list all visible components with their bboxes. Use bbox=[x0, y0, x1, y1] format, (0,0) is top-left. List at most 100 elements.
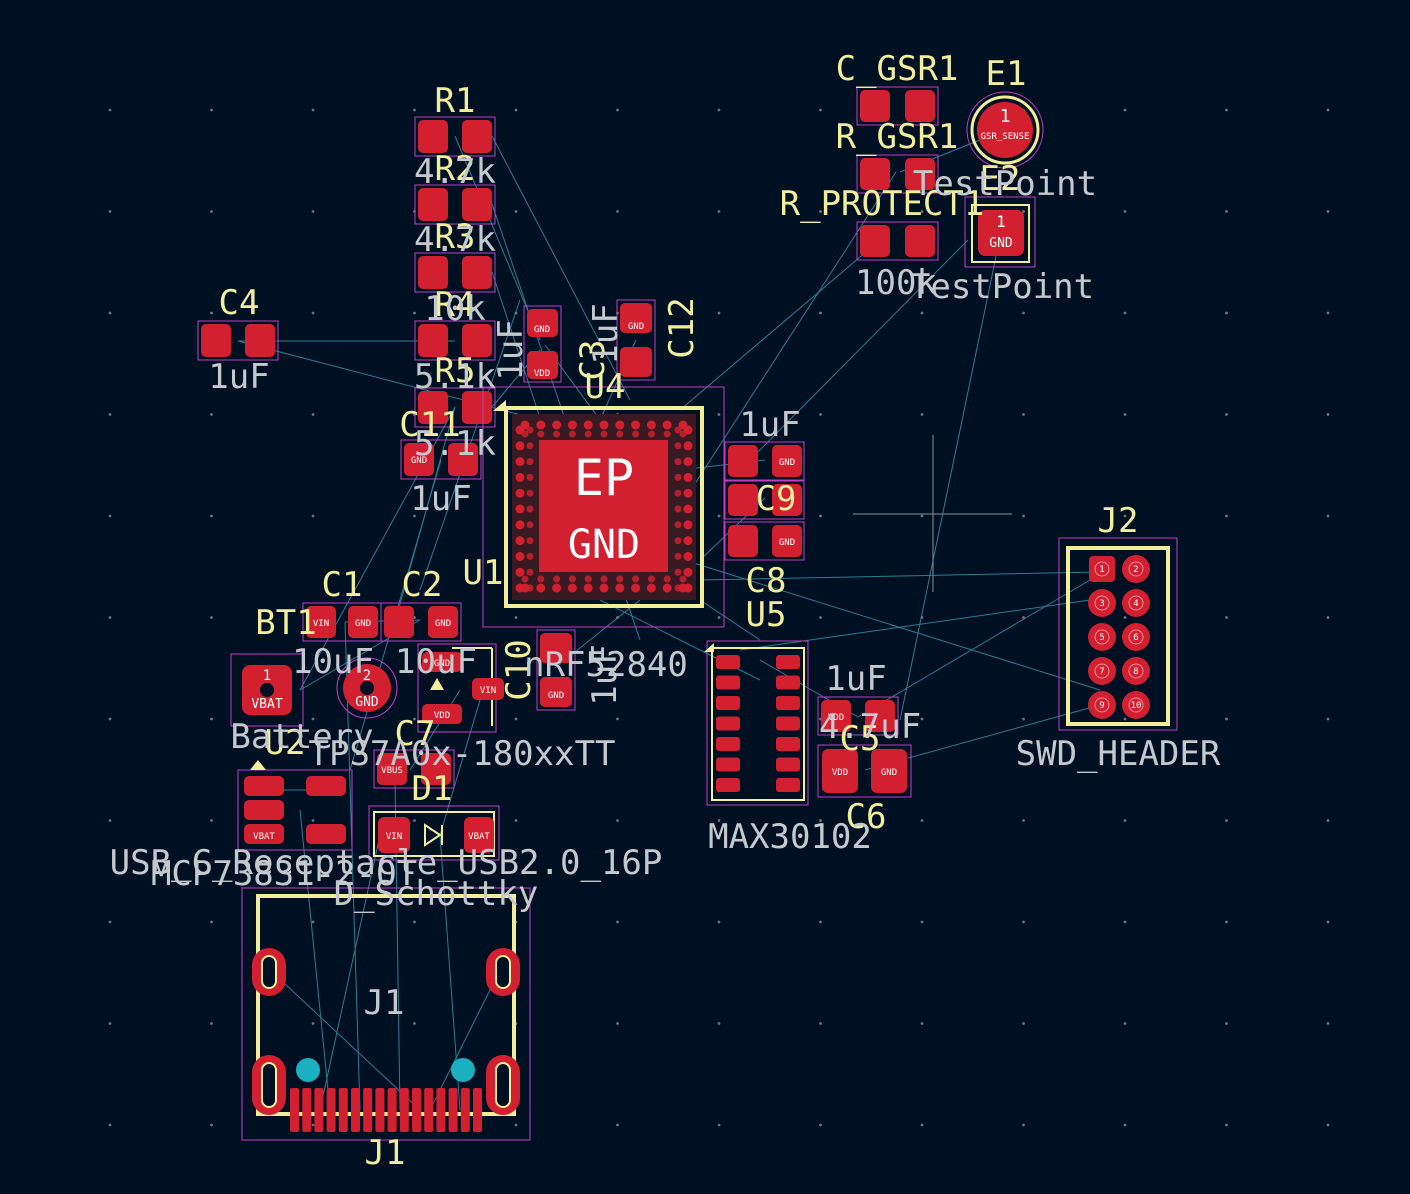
pin-number: 6 bbox=[1133, 633, 1138, 643]
value-c4: 1uF bbox=[208, 357, 269, 397]
value-j2: SWD_HEADER bbox=[1016, 734, 1221, 774]
footprint-j1[interactable] bbox=[241, 887, 531, 1141]
value-c1: 10uF bbox=[292, 642, 374, 682]
pin-number: 10 bbox=[1131, 701, 1142, 711]
ref-d1: D1 bbox=[412, 769, 453, 809]
footprint-r1[interactable] bbox=[414, 116, 496, 157]
ref-r3: R3 bbox=[435, 217, 476, 257]
footprint-c12[interactable]: GND bbox=[616, 299, 656, 381]
footprint-c6[interactable]: VDD GND bbox=[817, 744, 912, 798]
footprint-c7[interactable]: VBUS bbox=[373, 749, 455, 789]
value-c9: 1uF bbox=[739, 405, 800, 445]
footprint-u4[interactable]: EP GND bbox=[482, 386, 725, 628]
footprint-c1[interactable]: VIN GND bbox=[302, 602, 382, 642]
value-e1: TestPoint bbox=[913, 164, 1097, 204]
ref-u1: U1 bbox=[463, 553, 504, 593]
pad-label: GND bbox=[779, 538, 795, 548]
ref-c5: C5 bbox=[840, 719, 881, 759]
footprint-c2[interactable]: GND bbox=[380, 602, 462, 642]
j1-contact-row bbox=[290, 1088, 482, 1132]
value-c11: 1uF bbox=[410, 479, 471, 519]
ref-c-gsr1: C_GSR1 bbox=[836, 49, 959, 89]
ref-c11: C11 bbox=[399, 405, 460, 445]
footprint-r-gsr1[interactable] bbox=[856, 154, 939, 194]
footprint-r-protect1[interactable] bbox=[856, 221, 939, 261]
footprint-r5[interactable] bbox=[414, 387, 496, 428]
footprint-c-right-2[interactable] bbox=[724, 480, 805, 520]
ref-e2: E2 bbox=[980, 159, 1021, 199]
pad-label: GND bbox=[411, 456, 427, 466]
footprint-c4[interactable] bbox=[197, 320, 279, 361]
ref-u2: U2 bbox=[265, 723, 306, 763]
value-c10: 1uF bbox=[585, 644, 625, 705]
ref-c4: C4 bbox=[219, 283, 260, 323]
footprint-r2[interactable] bbox=[414, 184, 496, 225]
footprint-c5[interactable]: VDD bbox=[817, 696, 899, 736]
pad-label: GND bbox=[548, 691, 564, 701]
pin-number: 8 bbox=[1133, 667, 1138, 677]
value-u5: MAX30102 bbox=[708, 817, 872, 857]
pad-label: GSR_SENSE bbox=[981, 132, 1030, 142]
footprint-r3[interactable] bbox=[414, 252, 496, 293]
pad-label: VBAT bbox=[253, 832, 275, 842]
ref-c2: C2 bbox=[402, 565, 443, 605]
pin1-marker bbox=[250, 760, 266, 770]
pad-label: VDD bbox=[828, 713, 844, 723]
pin-number: 5 bbox=[1099, 633, 1104, 643]
value-r-protect1: 100k bbox=[855, 263, 937, 303]
ref-bt1: BT1 bbox=[255, 603, 316, 643]
ref-r1: R1 bbox=[435, 81, 476, 121]
ref-c10: C10 bbox=[499, 639, 539, 700]
pad-label: GND bbox=[989, 236, 1013, 251]
fab-values: 4.7k 4.7k 10k 5.1k 5.1k 1uF 1uF 1uF 1uF … bbox=[110, 152, 1221, 1023]
ref-c9: C9 bbox=[756, 479, 797, 519]
footprint-c10[interactable]: GND bbox=[536, 629, 576, 711]
pin-number: 4 bbox=[1133, 599, 1138, 609]
footprint-c11[interactable]: GND bbox=[400, 439, 482, 480]
ref-e1: E1 bbox=[986, 54, 1027, 94]
u5-pads bbox=[716, 655, 800, 792]
footprint-r4[interactable] bbox=[414, 320, 496, 361]
footprint-e1[interactable]: 1 GSR_SENSE bbox=[966, 91, 1044, 169]
value-d1: D_Schottky bbox=[334, 874, 539, 914]
ref-r2: R2 bbox=[435, 149, 476, 189]
value-r5: 5.1k bbox=[414, 424, 496, 464]
pin1-marker bbox=[493, 400, 506, 411]
pad-label: VDD bbox=[434, 711, 450, 721]
pin1-marker bbox=[430, 678, 444, 690]
pin-number: 7 bbox=[1099, 667, 1104, 677]
pad-label: GND bbox=[779, 458, 795, 468]
pad-label: VDD bbox=[832, 768, 848, 778]
pad-label: GND bbox=[881, 768, 897, 778]
value-r4: 5.1k bbox=[414, 357, 496, 397]
footprint-d1[interactable]: VIN VBAT bbox=[368, 805, 500, 861]
footprint-u1[interactable]: GND VDD VIN bbox=[417, 643, 504, 733]
ref-r5: R5 bbox=[435, 351, 476, 391]
pin-number: 2 bbox=[1133, 565, 1138, 575]
pad-label: VBUS bbox=[381, 766, 403, 776]
value-c5: 1uF bbox=[825, 659, 886, 699]
ref-c12: C12 bbox=[662, 297, 702, 358]
pad-label: VBAT bbox=[251, 697, 282, 712]
value-bt1: Battery bbox=[230, 717, 373, 757]
ref-r-protect1: R_PROTECT1 bbox=[780, 184, 985, 224]
footprint-c-right-3[interactable]: GND bbox=[724, 521, 805, 561]
ep-gnd-label: GND bbox=[568, 522, 640, 568]
footprint-u5[interactable] bbox=[704, 640, 809, 806]
value-c12: 1uF bbox=[586, 303, 626, 364]
footprint-bt1[interactable]: 1 VBAT 2 GND bbox=[230, 653, 398, 727]
exposed-pad[interactable] bbox=[539, 440, 668, 572]
value-c3: 1uF bbox=[491, 319, 531, 380]
pin-number: 3 bbox=[1099, 599, 1104, 609]
pad-number: 1 bbox=[996, 212, 1006, 231]
footprint-u2[interactable]: VBAT bbox=[237, 760, 353, 851]
pad-label: VIN bbox=[313, 619, 329, 629]
footprint-c3[interactable]: GND VDD bbox=[523, 305, 562, 383]
footprint-e2[interactable]: 1 GND bbox=[964, 196, 1036, 268]
footprint-c-gsr1[interactable] bbox=[856, 86, 939, 126]
footprint-c-right-1[interactable]: GND bbox=[724, 441, 805, 481]
value-r1: 4.7k bbox=[414, 152, 496, 192]
value-e2: TestPoint bbox=[910, 267, 1094, 307]
